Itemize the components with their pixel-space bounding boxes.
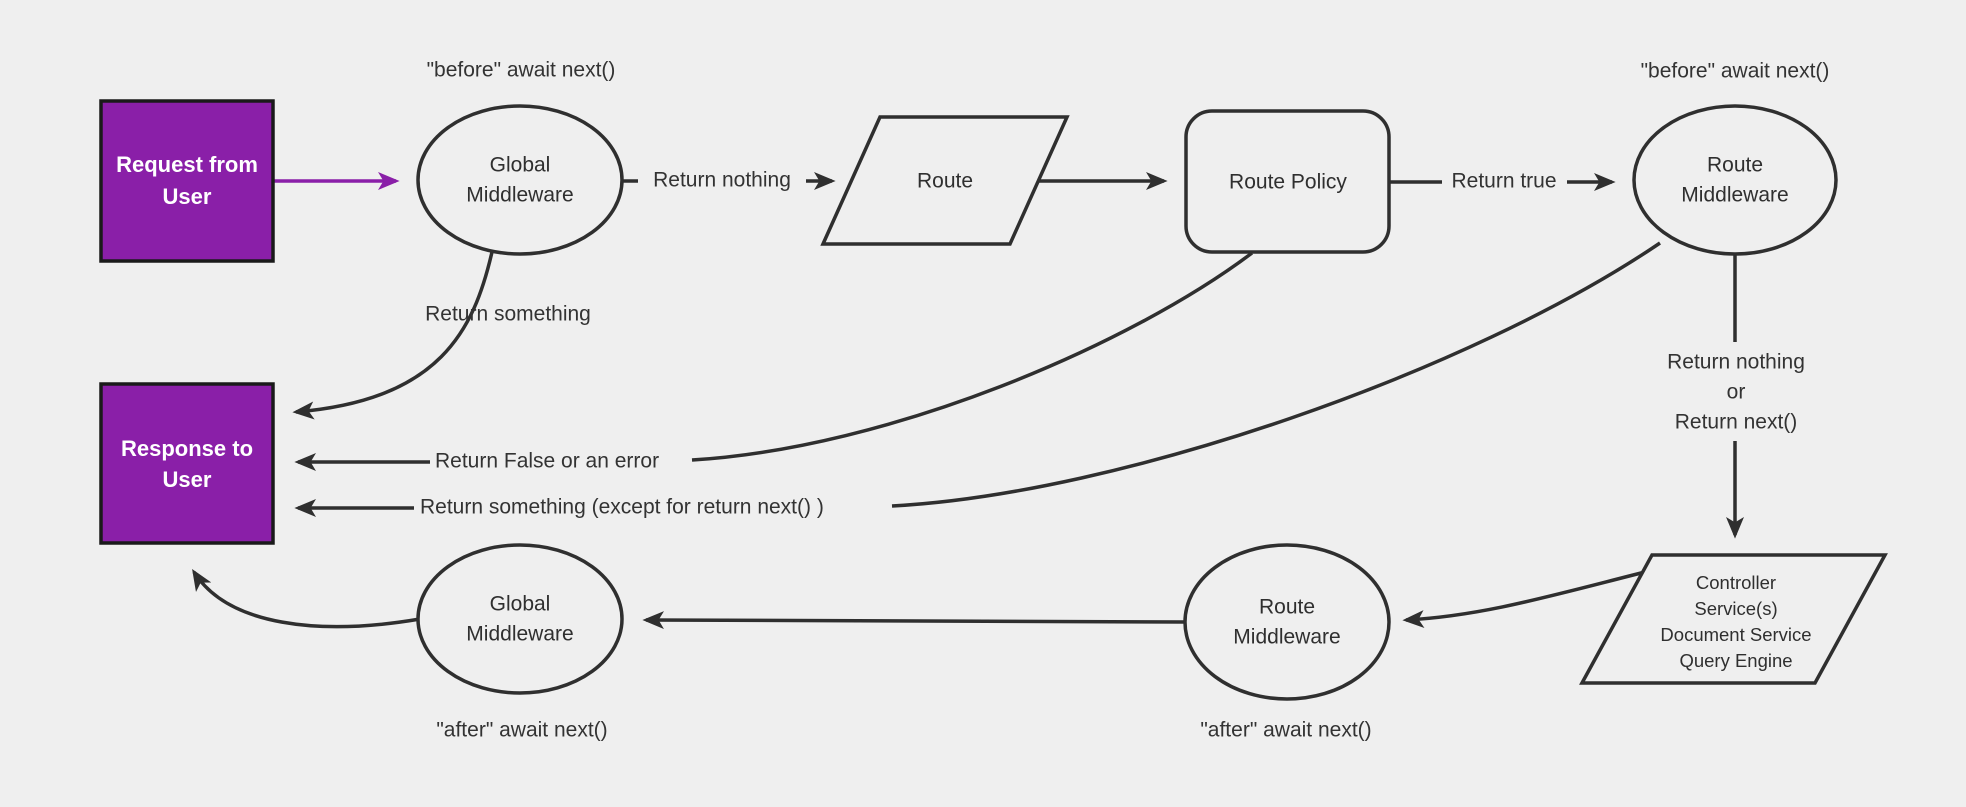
edge-route-mw-bottom-to-global-mw-bottom <box>642 611 1186 630</box>
route-middleware-top-line1: Route <box>1707 154 1763 177</box>
response-label-line1: Response to <box>121 436 253 461</box>
route-policy-label: Route Policy <box>1229 171 1347 194</box>
label-return-false-or-error: Return False or an error <box>435 450 659 473</box>
controller-line3: Document Service <box>1660 624 1811 645</box>
edges <box>192 172 1744 630</box>
controller-line2: Service(s) <box>1694 598 1777 619</box>
controller-parallelogram <box>1579 553 1888 685</box>
route-middleware-top-line2: Middleware <box>1681 184 1788 207</box>
global-middleware-bottom-ellipse <box>416 543 624 695</box>
edge-return-something-except-curve <box>891 241 1661 508</box>
label-return-true: Return true <box>1451 170 1556 193</box>
edge-global-mw-bottom-to-response <box>192 568 421 629</box>
edge-labels: "before" await next() "before" await nex… <box>420 59 1829 742</box>
label-after-await-next-right: "after" await next() <box>1200 719 1371 742</box>
controller-line4: Query Engine <box>1679 650 1792 671</box>
node-route: Route <box>820 115 1070 246</box>
global-middleware-top-line2: Middleware <box>466 184 573 207</box>
route-middleware-top-ellipse <box>1632 104 1838 256</box>
node-route-middleware-bottom: Route Middleware <box>1183 543 1391 701</box>
edge-return-false-curve <box>691 251 1254 462</box>
edge-controller-to-route-middleware-bottom <box>1402 570 1646 629</box>
label-return-nothing-or-line2: or <box>1727 381 1746 404</box>
response-box <box>99 382 275 545</box>
request-label-line1: Request from <box>116 152 258 177</box>
global-middleware-bottom-line2: Middleware <box>466 623 573 646</box>
controller-line1: Controller <box>1696 572 1776 593</box>
route-middleware-bottom-line2: Middleware <box>1233 626 1340 649</box>
request-box <box>99 99 275 263</box>
route-parallelogram <box>820 115 1070 246</box>
global-middleware-bottom-line1: Global <box>490 593 551 616</box>
edge-return-something-curve <box>292 251 494 420</box>
label-after-await-next-left: "after" await next() <box>436 719 607 742</box>
route-middleware-bottom-ellipse <box>1183 543 1391 701</box>
label-before-await-next-right: "before" await next() <box>1641 60 1830 83</box>
global-middleware-top-ellipse <box>416 104 624 256</box>
global-middleware-top-line1: Global <box>490 154 551 177</box>
node-route-policy: Route Policy <box>1184 109 1391 254</box>
node-route-middleware-top: Route Middleware <box>1632 104 1838 256</box>
route-middleware-bottom-line1: Route <box>1259 596 1315 619</box>
label-before-await-next-left: "before" await next() <box>427 59 616 82</box>
node-response-to-user: Response to User <box>99 382 275 545</box>
response-label-line2: User <box>163 467 212 492</box>
route-policy-rect <box>1184 109 1391 254</box>
label-return-something-except: Return something (except for return next… <box>420 496 824 519</box>
label-return-nothing: Return nothing <box>653 169 791 192</box>
request-label-line2: User <box>163 184 212 209</box>
node-controller-services: Controller Service(s) Document Service Q… <box>1579 553 1888 685</box>
node-global-middleware-top: Global Middleware <box>416 104 624 256</box>
label-return-nothing-or-line3: Return next() <box>1675 411 1798 434</box>
label-return-something: Return something <box>425 303 591 326</box>
route-label: Route <box>917 170 973 193</box>
label-return-nothing-or-line1: Return nothing <box>1667 351 1805 374</box>
node-global-middleware-bottom: Global Middleware <box>416 543 624 695</box>
node-request-from-user: Request from User <box>99 99 275 263</box>
